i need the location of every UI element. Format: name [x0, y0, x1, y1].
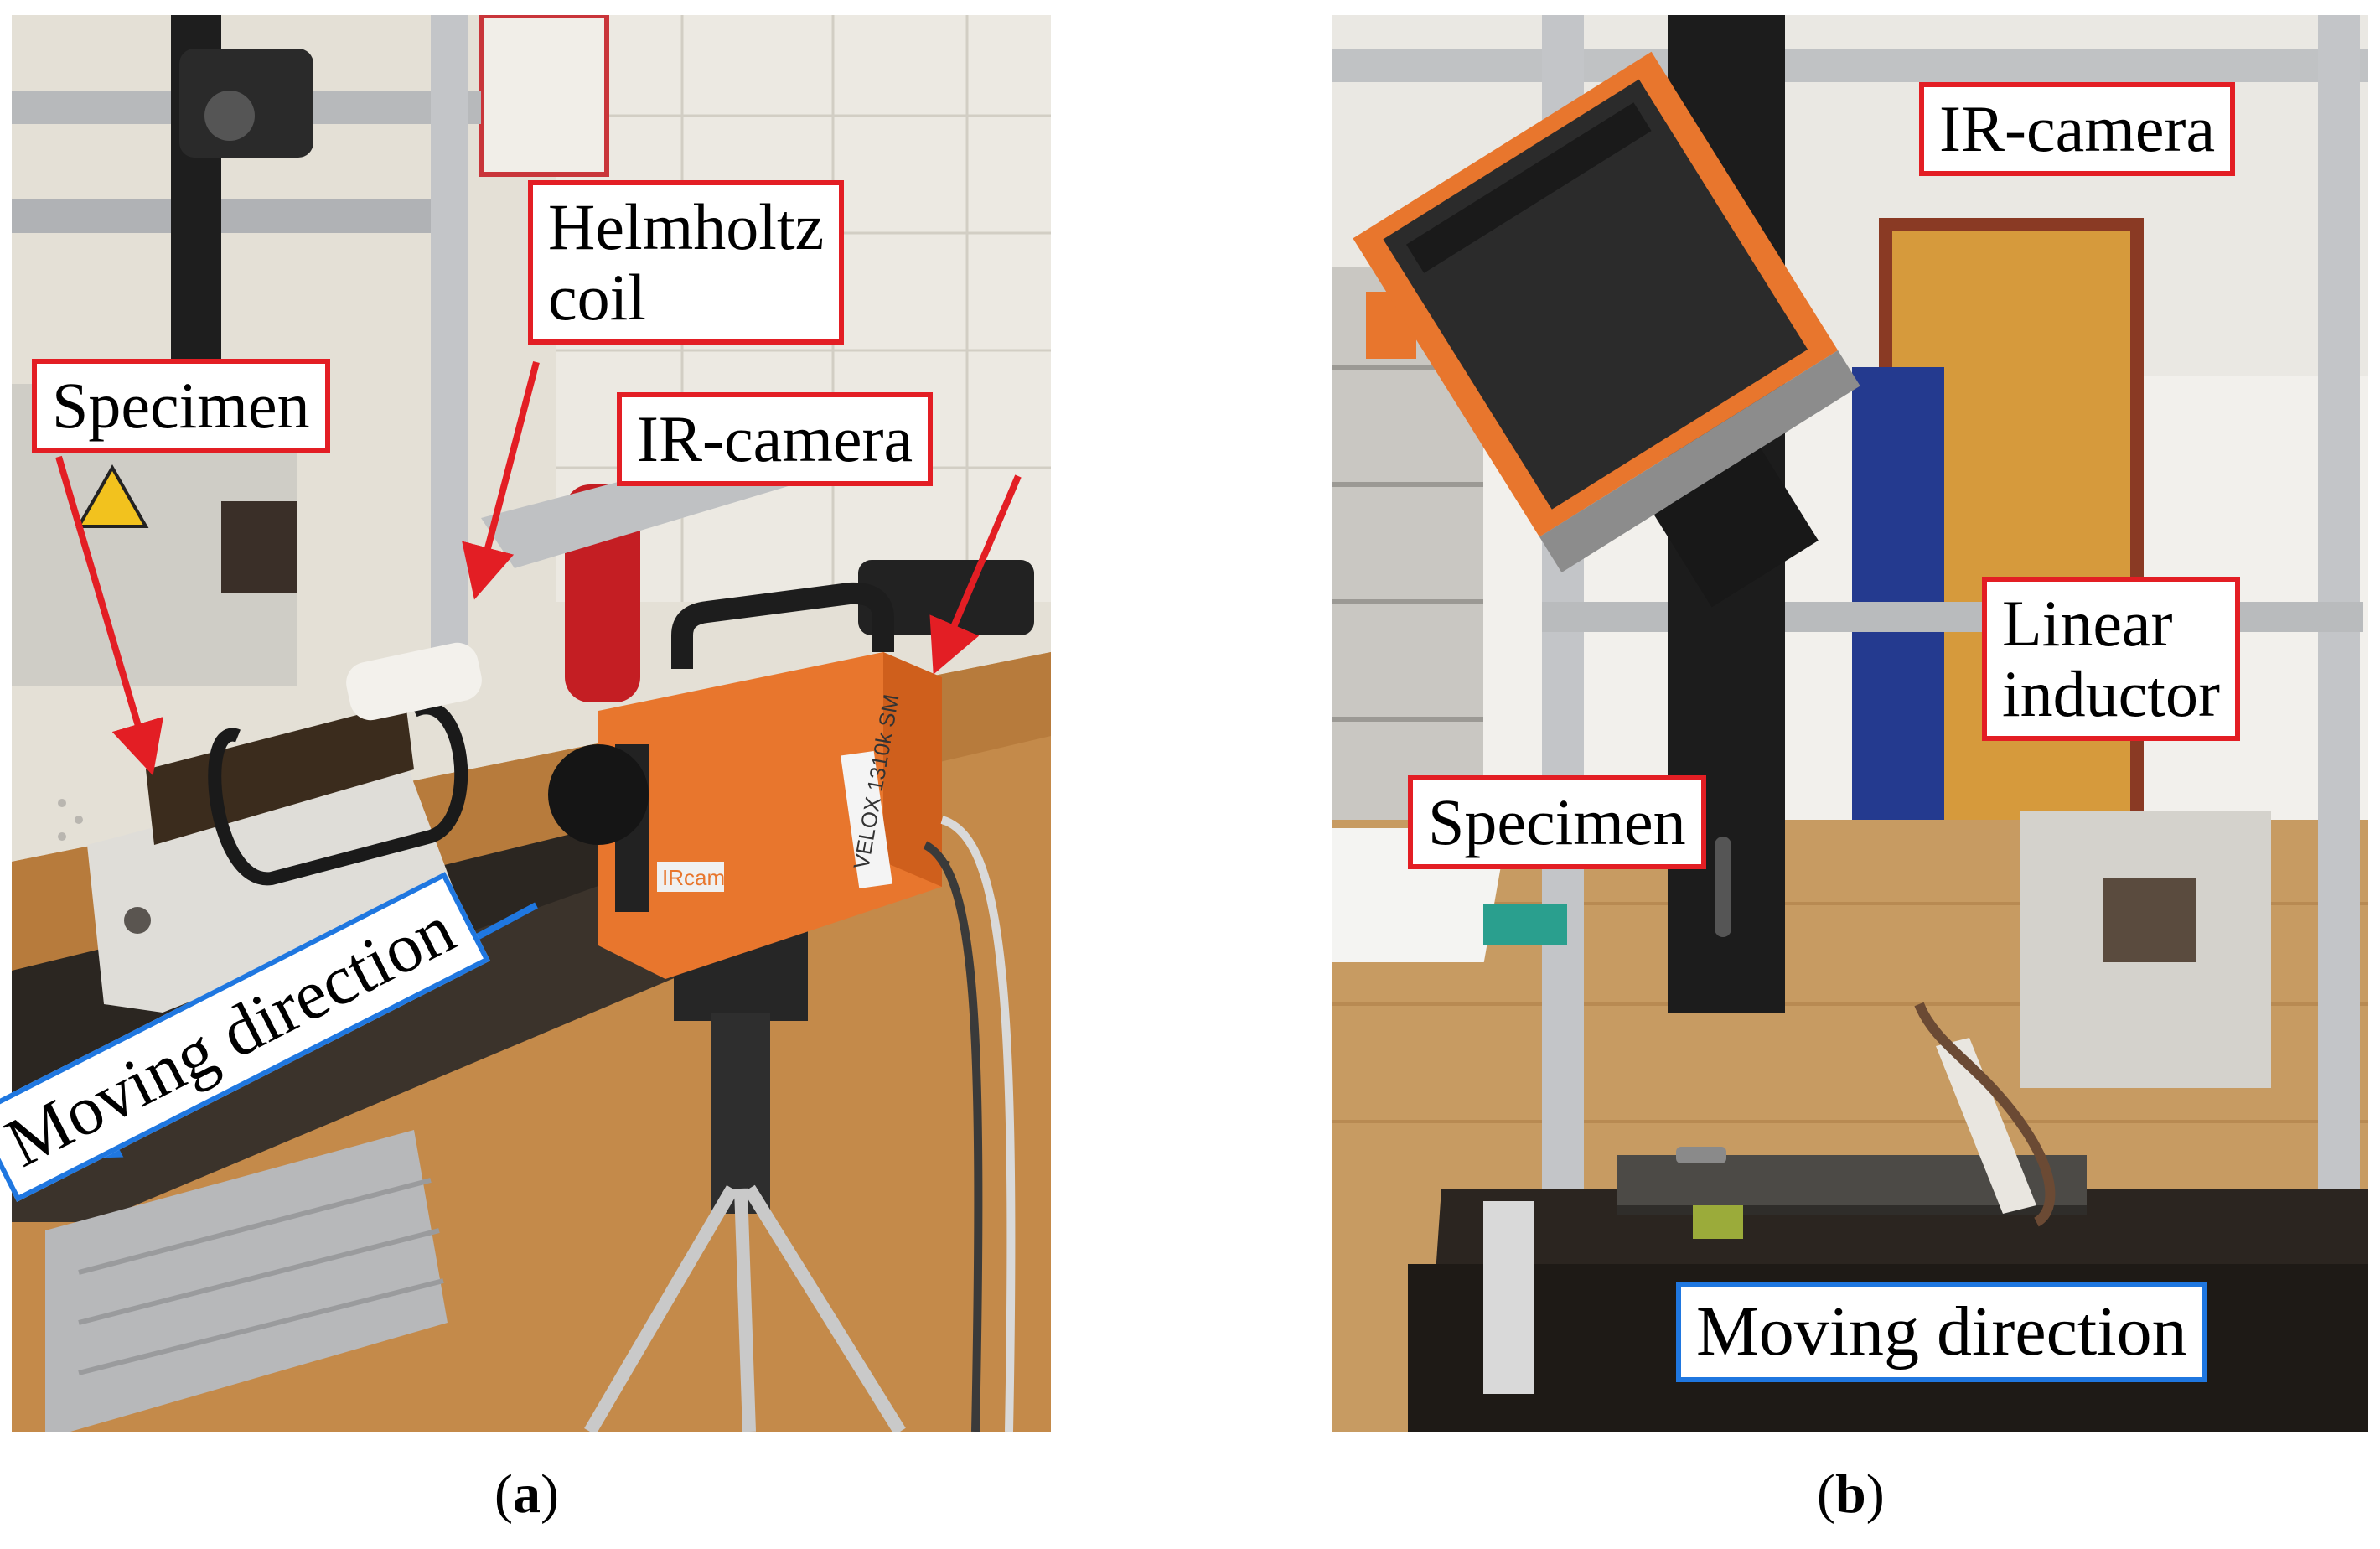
caption-a-open: ( [494, 1464, 513, 1525]
caption-a-letter: a [512, 1464, 541, 1525]
label-specimen-a: Specimen [32, 359, 330, 453]
caption-b-close: ) [1865, 1464, 1885, 1525]
label-ir-camera-a: IR-camera [617, 392, 934, 487]
label-moving-direction-b: Moving direction [1676, 1282, 2207, 1382]
label-ir-camera-b: IR-camera [1919, 82, 2236, 177]
label-linear-inductor: Linear inductor [1982, 577, 2240, 742]
caption-a-close: ) [540, 1464, 559, 1525]
label-helmholtz-line1: Helmholtz [548, 190, 825, 263]
label-linear-line1: Linear [2002, 587, 2173, 660]
caption-b: (b) [1817, 1463, 1885, 1526]
label-specimen-b: Specimen [1408, 775, 1706, 870]
caption-b-letter: b [1834, 1464, 1866, 1525]
label-linear-line2: inductor [2002, 657, 2220, 731]
photo-panel-a: VELOX 1310k SM IRcam [12, 15, 1051, 1432]
camera-maker-text: IRcam [662, 865, 725, 890]
caption-b-open: ( [1817, 1464, 1835, 1525]
caption-a: (a) [494, 1463, 559, 1526]
label-helmholtz-coil: Helmholtz coil [528, 180, 845, 345]
label-helmholtz-line2: coil [548, 261, 646, 334]
